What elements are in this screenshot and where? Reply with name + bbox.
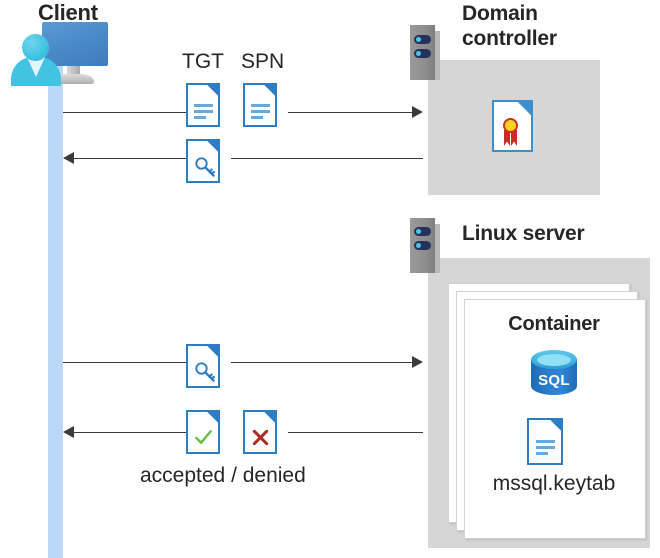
msg-auth-result-line-right <box>288 432 423 433</box>
spn-document-icon <box>243 82 278 127</box>
keytab-filename-label: mssql.keytab <box>492 472 616 495</box>
doc-fold-corner <box>262 409 278 425</box>
container-label: Container <box>508 313 600 335</box>
doc-fold-corner <box>548 417 564 433</box>
monitor-base <box>54 74 94 84</box>
service-ticket-key-document-icon <box>186 138 221 183</box>
cross-document-icon <box>243 409 278 454</box>
doc-text-lines <box>536 440 555 458</box>
rack-led-icon <box>416 37 421 42</box>
key-icon <box>195 157 215 177</box>
accepted-denied-caption: accepted / denied <box>140 464 306 487</box>
msg-tgt-spn-request-line-right <box>288 112 413 113</box>
cert-ribbon-left <box>504 130 510 146</box>
doc-text-lines <box>194 104 213 122</box>
monitor-screen <box>42 22 108 66</box>
tgt-document-icon <box>186 82 221 127</box>
sql-label: SQL <box>538 372 570 389</box>
user-computer-icon <box>10 22 110 86</box>
rack-bar-bottom <box>414 49 431 58</box>
doc-fold-corner <box>205 343 221 359</box>
monitor-neck <box>67 66 80 76</box>
cross-icon <box>252 429 269 446</box>
rack-shadow <box>435 31 440 80</box>
rack-shadow <box>435 224 440 273</box>
msg-auth-result-arrowhead <box>63 426 74 438</box>
checkmark-icon <box>195 430 212 444</box>
certificate-document-icon <box>492 99 534 152</box>
client-lifeline <box>48 66 63 558</box>
msg-service-ticket-response-line-left <box>74 158 186 159</box>
doc-text-lines <box>251 104 270 122</box>
key-icon <box>195 362 215 382</box>
rack-bar-top <box>414 35 431 44</box>
rack-led-icon <box>416 51 421 56</box>
doc-fold-corner <box>205 409 221 425</box>
person-head <box>22 34 49 61</box>
doc-fold-corner <box>205 82 221 98</box>
msg-ticket-presentation-line-right <box>231 362 413 363</box>
rack-led-icon <box>416 229 421 234</box>
domain-controller-label-line2: controller <box>462 27 557 50</box>
linux-server-server-rack-icon <box>410 218 440 273</box>
msg-ticket-presentation-arrowhead <box>412 356 423 368</box>
linux-server-label: Linux server <box>462 222 585 245</box>
spn-label: SPN <box>241 50 285 73</box>
cert-medal-icon <box>503 118 518 133</box>
doc-fold-corner <box>205 138 221 154</box>
doc-fold-corner <box>262 82 278 98</box>
rack-led-icon <box>416 243 421 248</box>
domain-controller-server-rack-icon <box>410 25 440 80</box>
msg-tgt-spn-request-line-left <box>63 112 188 113</box>
msg-tgt-spn-request-arrowhead <box>412 106 423 118</box>
msg-service-ticket-response-arrowhead <box>63 152 74 164</box>
ticket-key-document-icon <box>186 343 221 388</box>
doc-fold-corner <box>515 99 534 118</box>
cert-ribbon-right <box>511 130 517 146</box>
domain-controller-label-line1: Domain <box>462 2 538 25</box>
msg-auth-result-line-left <box>74 432 186 433</box>
keytab-document-icon <box>527 417 564 465</box>
client-label: Client <box>38 0 98 25</box>
sql-cylinder-top <box>531 350 577 369</box>
rack-bar-bottom <box>414 241 431 250</box>
sql-cylinder-top-inner <box>537 354 571 366</box>
tgt-label: TGT <box>182 50 224 73</box>
sql-database-icon: SQL <box>531 350 577 400</box>
msg-service-ticket-response-line-right <box>231 158 423 159</box>
msg-ticket-presentation-line-left <box>63 362 186 363</box>
check-document-icon <box>186 409 221 454</box>
rack-bar-top <box>414 227 431 236</box>
